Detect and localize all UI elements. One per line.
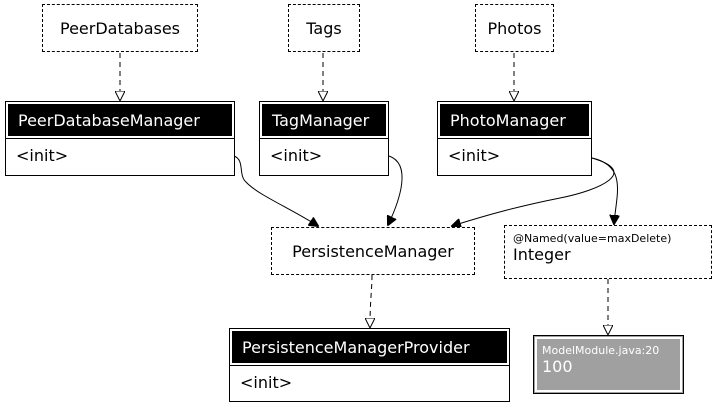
- tags-label: Tags: [306, 18, 342, 38]
- tagmanager-title: TagManager: [259, 101, 389, 139]
- persistencemanager-node: PersistenceManager: [271, 227, 475, 275]
- photomanager-node: PhotoManager <init>: [437, 101, 592, 176]
- edge-peerdatabasemanager-to-persistencemanager: [233, 155, 318, 226]
- tagmanager-method: <init>: [260, 138, 388, 172]
- modelmodule-source: ModelModule.java:20: [542, 344, 660, 357]
- peerdatabases-node: PeerDatabases: [42, 4, 198, 52]
- photomanager-title: PhotoManager: [437, 101, 592, 139]
- modelmodule-value-node: ModelModule.java:20 100: [533, 335, 684, 394]
- edge-tagmanager-to-persistencemanager: [388, 155, 403, 225]
- named-annotation: @Named(value=maxDelete): [513, 232, 672, 245]
- photomanager-method: <init>: [438, 138, 591, 172]
- named-integer-node: @Named(value=maxDelete) Integer: [504, 225, 712, 279]
- persistencemanagerprovider-method: <init>: [230, 365, 509, 399]
- persistencemanager-label: PersistenceManager: [292, 241, 454, 261]
- photos-label: Photos: [487, 18, 542, 38]
- persistencemanagerprovider-title: PersistenceManagerProvider: [229, 328, 510, 366]
- peerdatabases-label: PeerDatabases: [59, 18, 181, 38]
- modelmodule-value: 100: [542, 357, 573, 376]
- peerdatabasemanager-title: PeerDatabaseManager: [5, 101, 235, 139]
- peerdatabasemanager-method: <init>: [6, 138, 234, 172]
- integer-type: Integer: [513, 245, 571, 264]
- tagmanager-node: TagManager <init>: [259, 101, 389, 176]
- persistencemanagerprovider-node: PersistenceManagerProvider <init>: [229, 328, 510, 402]
- peerdatabasemanager-node: PeerDatabaseManager <init>: [5, 101, 235, 176]
- photos-node: Photos: [475, 4, 554, 52]
- edge-photomanager-to-namedinteger: [591, 157, 618, 224]
- tags-node: Tags: [288, 4, 360, 52]
- edge-persistencemanager-to-provider: [370, 274, 372, 327]
